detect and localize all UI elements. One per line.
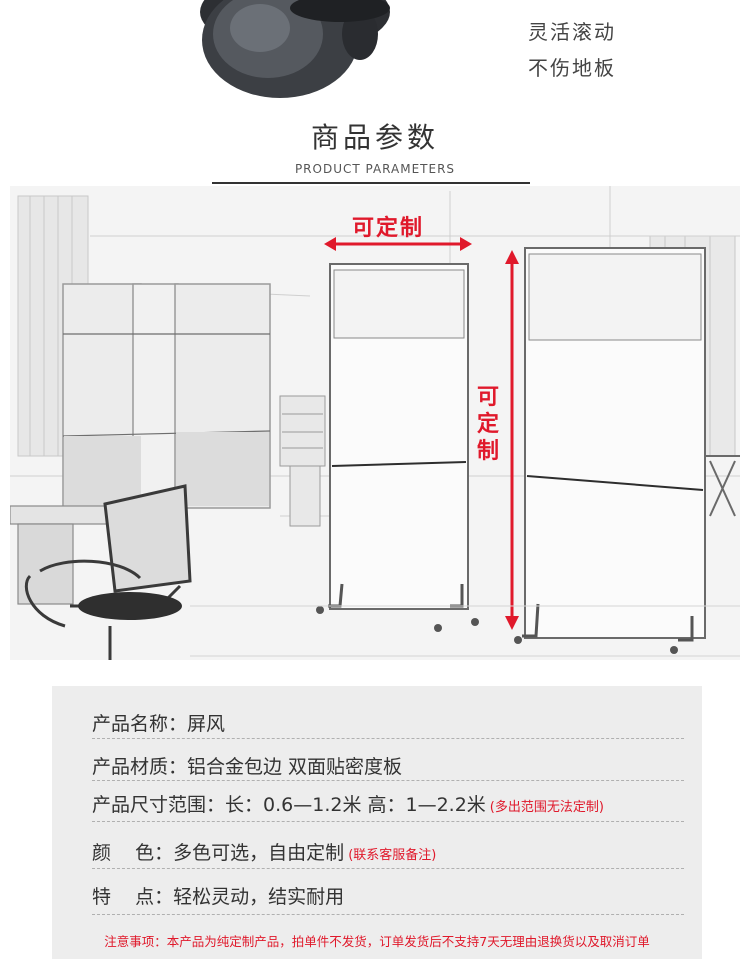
section-title: 商品参数 [310,121,439,154]
param-row-feature: 特 点：轻松灵动，结实耐用 [92,882,344,909]
height-label-char: 可 [476,385,499,410]
section-underline [212,182,530,184]
row-divider [92,821,684,822]
height-label-char: 定 [476,412,499,437]
height-customizable-label: 可定制 [475,384,501,465]
param-row-size: 产品尺寸范围：长：0.6—1.2米 高：1—2.2米(多出范围无法定制) [92,790,604,817]
office-partition-illustration [10,186,740,660]
param-material-value: 铝合金包边 双面贴密度板 [187,756,403,778]
height-label-char: 制 [476,439,499,464]
param-material-label: 产品材质： [92,756,188,778]
caster-wheel-image [200,0,390,98]
parameter-panel [52,686,702,959]
param-feature-label: 特 点： [92,886,174,908]
notice-text: 注意事项：本产品为纯定制产品，拍单件不发货，订单发货后不支持7天无理由退换货以及… [104,934,650,949]
param-name-value: 屏风 [187,713,226,735]
param-size-label: 产品尺寸范围： [92,794,226,816]
section-subtitle: PRODUCT PARAMETERS [294,162,456,176]
param-feature-value: 轻松灵动，结实耐用 [173,886,345,908]
param-color-label: 颜 色： [92,842,174,864]
row-divider [92,738,684,739]
caption-flexible-rolling: 灵活滚动 [528,20,616,44]
param-name-label: 产品名称： [92,713,188,735]
caption-floor-safe: 不伤地板 [528,56,616,80]
row-divider [92,868,684,869]
param-color-value: 多色可选，自由定制 [173,842,345,864]
row-divider [92,780,684,781]
param-row-color: 颜 色：多色可选，自由定制(联系客服备注) [92,838,436,865]
param-row-material: 产品材质：铝合金包边 双面贴密度板 [92,752,402,779]
param-size-note: (多出范围无法定制) [489,800,604,815]
param-row-name: 产品名称：屏风 [92,709,225,736]
row-divider [92,914,684,915]
param-size-value: 长：0.6—1.2米 高：1—2.2米 [225,794,486,816]
param-color-note: (联系客服备注) [348,848,437,863]
width-customizable-label: 可定制 [352,216,425,241]
